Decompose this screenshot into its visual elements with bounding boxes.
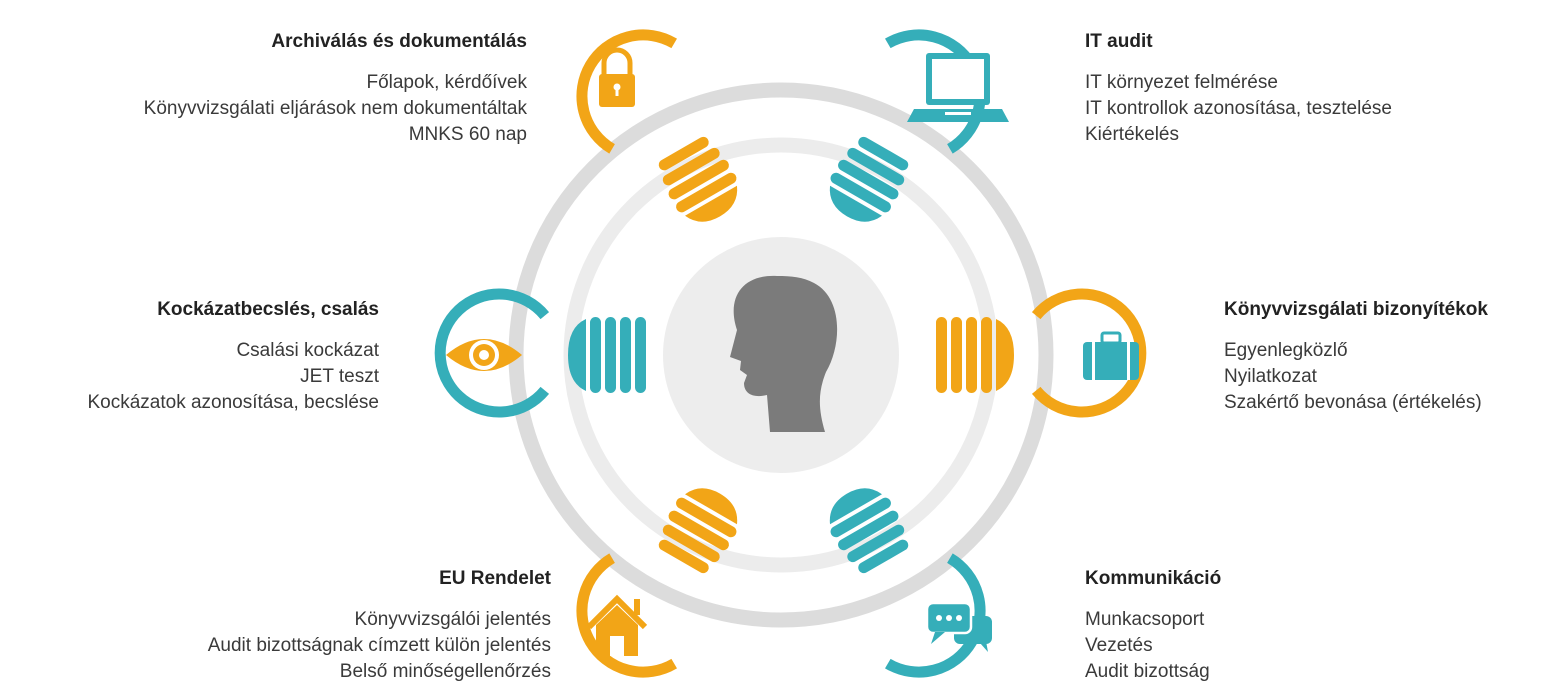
archivalas-item: MNKS 60 nap [408,124,527,145]
archivalas-coil [658,136,738,222]
bizonyitekok-text: Könyvvizsgálati bizonyítékok Egyenlegköz… [1224,298,1554,416]
archivalas-item: Főlapok, kérdőívek [366,72,527,93]
padlock-icon [599,47,635,107]
bizonyitekok-arc [1031,288,1147,418]
eu-rendelet-item: Audit bizottságnak címzett külön jelenté… [207,635,551,656]
eu-rendelet-coil [658,488,738,574]
chat-bubbles-icon [925,601,992,652]
archivalas-arc [576,29,677,154]
kockazat-item: JET teszt [300,366,379,387]
eye-icon [446,339,522,371]
kommunikacio-coil [829,488,909,574]
eu-rendelet-item: Könyvvizsgálói jelentés [354,609,551,630]
eu-rendelet-title: EU Rendelet [439,568,551,589]
segment-kockazat [434,288,646,418]
it-audit-coil [829,136,909,222]
it-audit-item: Kiértékelés [1085,124,1179,145]
bizonyitekok-coil [936,317,1014,393]
segment-bizonyitekok [936,288,1147,418]
kockazat-arc [434,288,550,418]
kockazat-title: Kockázatbecslés, csalás [157,299,379,320]
it-audit-item: IT környezet felmérése [1085,72,1278,93]
it-audit-item: IT kontrollok azonosítása, tesztelése [1085,98,1392,119]
archivalas-item: Könyvvizsgálati eljárások nem dokumentál… [143,98,527,119]
kockazat-text: Kockázatbecslés, csalás Csalási kockázat… [0,298,379,416]
segment-kommunikacio [829,488,992,678]
kockazat-coil [568,317,646,393]
head-silhouette-icon [730,275,838,432]
segment-it-audit [829,29,1009,222]
bizonyitekok-item: Szakértő bevonása (értékelés) [1224,392,1482,413]
kommunikacio-item: Audit bizottság [1085,661,1210,682]
archivalas-text: Archiválás és dokumentálás Főlapok, kérd… [0,30,527,148]
eu-rendelet-item: Belső minőségellenőrzés [339,661,551,682]
kommunikacio-item: Munkacsoport [1085,609,1205,630]
it-audit-title: IT audit [1085,31,1153,52]
bizonyitekok-item: Nyilatkozat [1224,366,1317,387]
eu-rendelet-arc [576,553,677,678]
briefcase-icon [1083,331,1139,380]
archivalas-title: Archiválás és dokumentálás [271,31,527,52]
kommunikacio-text: Kommunikáció Munkacsoport Vezetés Audit … [1085,567,1545,685]
segment-eu-rendelet [576,488,738,678]
kommunikacio-title: Kommunikáció [1085,568,1222,589]
bizonyitekok-title: Könyvvizsgálati bizonyítékok [1224,299,1488,320]
house-icon [586,594,648,656]
segment-archivalas [576,29,738,222]
kockazat-item: Kockázatok azonosítása, becslése [87,392,379,413]
eu-rendelet-text: EU Rendelet Könyvvizsgálói jelentés Audi… [0,567,551,685]
bizonyitekok-item: Egyenlegközlő [1224,340,1348,361]
kommunikacio-item: Vezetés [1085,635,1153,656]
laptop-icon [907,53,1009,122]
it-audit-text: IT audit IT környezet felmérése IT kontr… [1085,30,1545,148]
kockazat-item: Csalási kockázat [236,340,379,361]
